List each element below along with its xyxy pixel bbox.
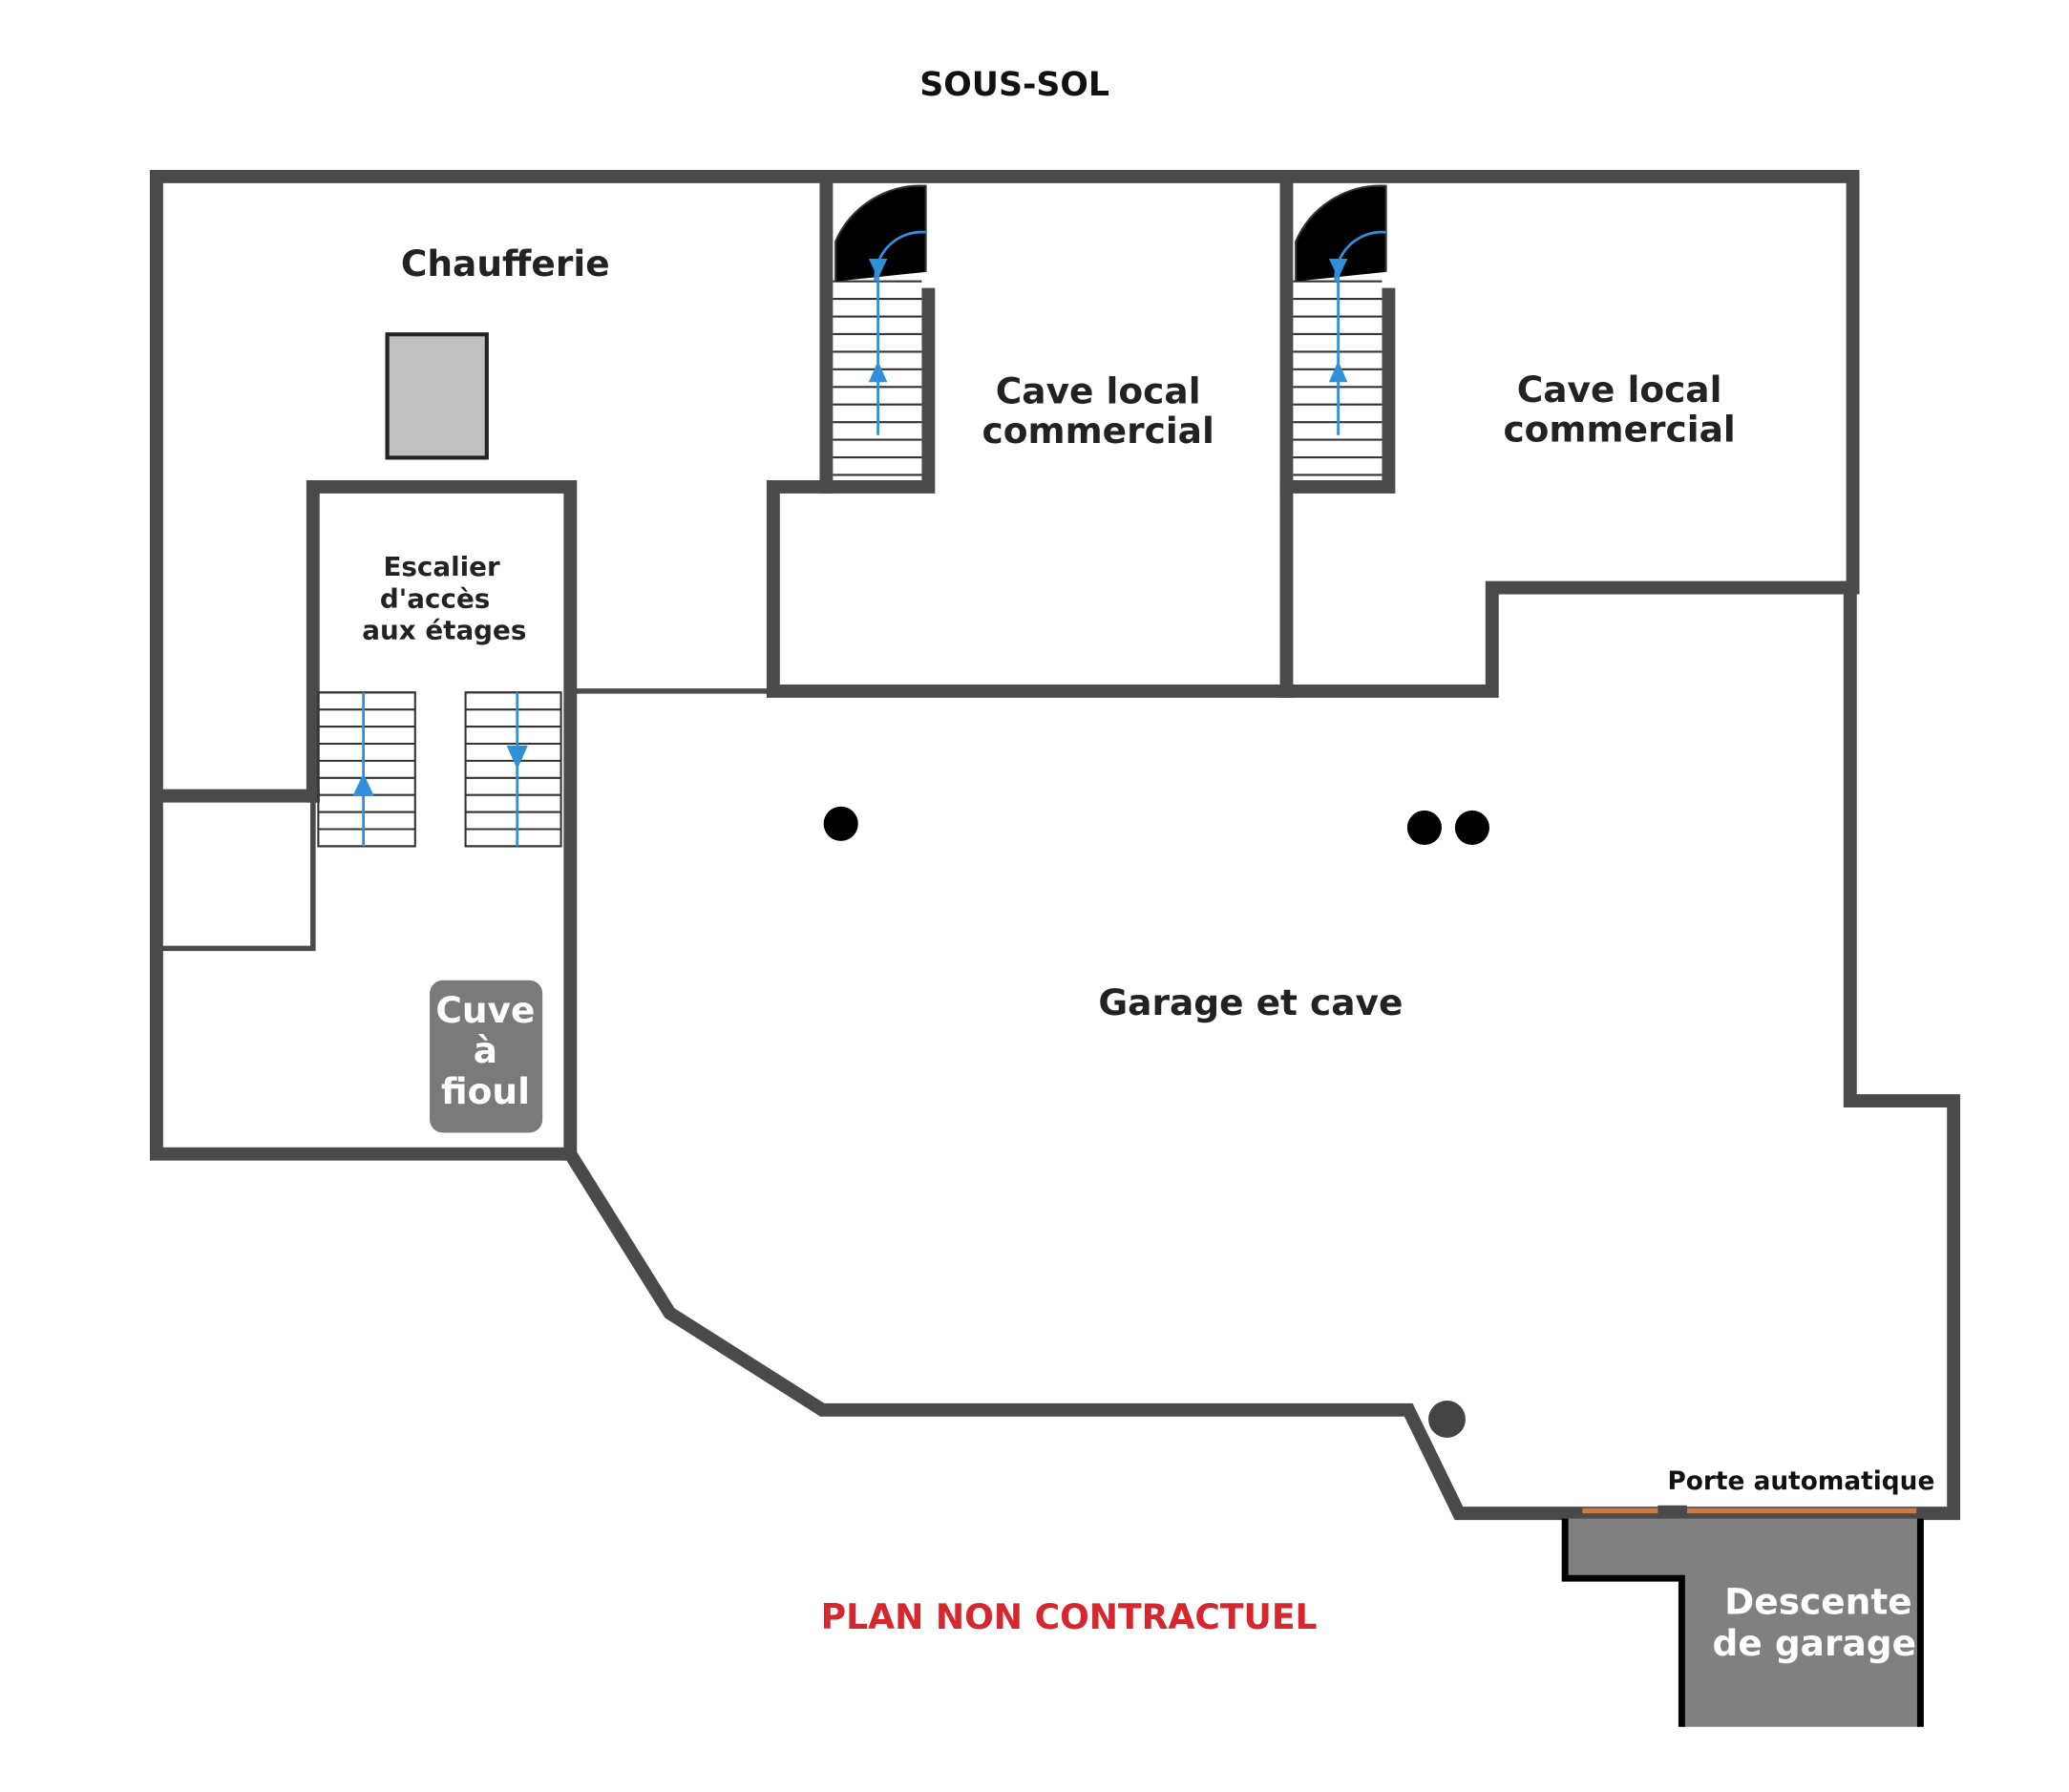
wall-stair2 — [1279, 287, 1396, 494]
room-chaufferie: Chaufferie — [401, 242, 610, 285]
stair-escalier-up — [317, 691, 416, 848]
pillar — [823, 806, 858, 841]
stair-cave2 — [1293, 184, 1387, 476]
descente-label-2: de garage — [1713, 1622, 1917, 1664]
cuve-label-2: à — [474, 1029, 497, 1071]
pillar — [1454, 810, 1489, 846]
door-mark — [1657, 1505, 1687, 1518]
disclaimer: PLAN NON CONTRACTUEL — [821, 1596, 1318, 1637]
outer-wall — [149, 169, 1961, 1521]
room-escalier-2: d'accès — [380, 582, 490, 614]
wall-escalier — [306, 480, 578, 1161]
pillar — [1428, 1401, 1466, 1438]
porte-label: Porte automatique — [1667, 1467, 1934, 1496]
room-escalier-1: Escalier — [383, 551, 500, 582]
stair-escalier-down — [464, 691, 562, 848]
cuve-label-3: fioul — [441, 1070, 530, 1112]
boiler — [385, 332, 489, 460]
room-cave2-1: Cave local — [1517, 369, 1722, 411]
cuve-label-1: Cuve — [435, 989, 535, 1031]
plan-title: SOUS-SOL — [919, 66, 1109, 104]
pillar — [1406, 810, 1442, 846]
room-cave2-2: commercial — [1503, 409, 1735, 451]
room-garage: Garage et cave — [1098, 981, 1403, 1023]
descente-garage — [1565, 1518, 1920, 1727]
descente-label-1: Descente — [1724, 1581, 1912, 1623]
descente-border — [1561, 1518, 1685, 1727]
room-cave1-2: commercial — [982, 410, 1214, 452]
wall-small-room-side — [161, 795, 316, 952]
room-cave1-1: Cave local — [996, 369, 1201, 411]
cuve-fioul — [430, 980, 543, 1133]
wall-stair1 — [819, 287, 936, 494]
room-escalier-3: aux étages — [362, 615, 526, 646]
stair-cave1 — [833, 184, 927, 476]
